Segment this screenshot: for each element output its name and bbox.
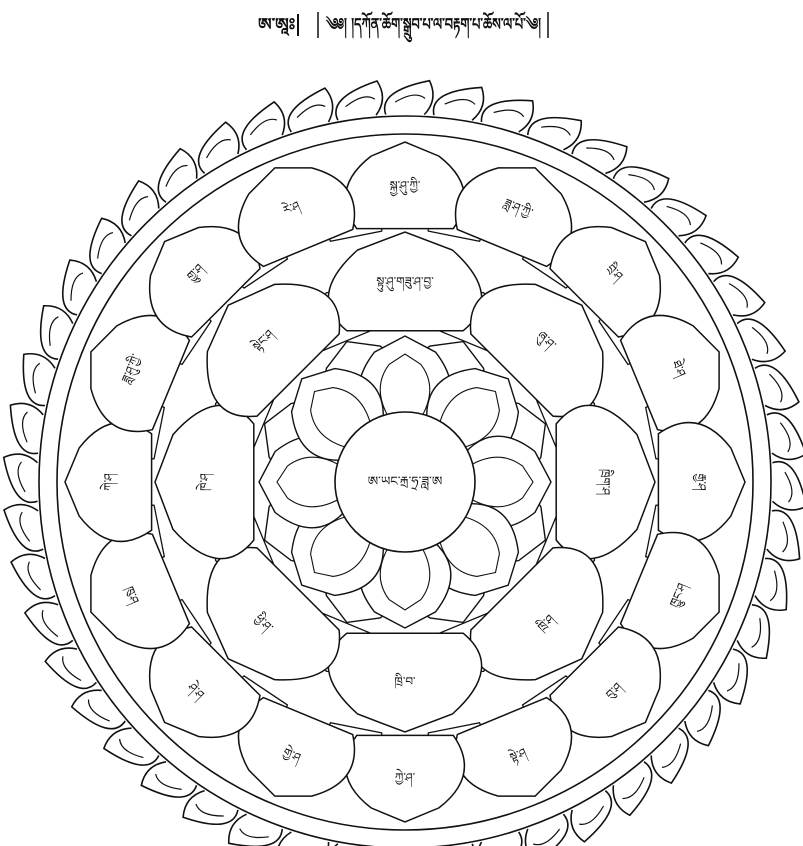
flame-icon <box>158 149 197 203</box>
flame-icon <box>122 181 159 236</box>
flame-icon <box>23 354 55 406</box>
flame-icon <box>737 319 785 361</box>
flame-icon <box>385 81 433 115</box>
flame-icon <box>572 140 627 174</box>
flame-icon <box>613 762 652 816</box>
flame-icon <box>651 199 706 236</box>
flame-icon <box>767 413 803 460</box>
petal-label: ཁྲི་བ་ <box>394 673 416 690</box>
flame-icon <box>45 648 96 688</box>
flame-icon <box>229 814 282 846</box>
lotus-petal: སྐྱ་ཤུ་ཀྱི་ <box>346 142 465 229</box>
header-emblem: ཨ་ཨཱཿ <box>258 15 295 36</box>
lotus-petal: ཁུ་ཤ <box>91 533 189 649</box>
flame-icon <box>41 306 73 359</box>
flame-icon <box>141 762 196 797</box>
lotus-petal: སྟེ་ཤ <box>456 698 572 797</box>
lotus-petal: ཁེ་ཤ <box>155 405 254 558</box>
flame-icon <box>25 602 73 644</box>
center-mantra: ཨ་ཡང་རྐྲ་ཧྲ་ཟླ་ཨ <box>368 475 443 491</box>
flame-icon <box>613 167 668 202</box>
lotus-petal: ཀེ་ཤ <box>65 423 152 542</box>
lotus-petal: ཟླ་ཤ་ཀྱི་ <box>456 168 572 267</box>
lotus-petal: ཀྱེ་ཤ་ <box>346 735 465 822</box>
flame-icon <box>773 462 803 510</box>
flame-icon <box>767 510 800 560</box>
flame-icon <box>737 605 769 658</box>
flame-icon <box>63 260 97 315</box>
lotus-petal: ཁྲི་བ་ <box>328 633 481 732</box>
flame-icon <box>4 454 38 502</box>
flame-icon <box>242 102 284 150</box>
flame-icon <box>571 791 611 842</box>
lotus-petal: གྱེ་ཤ <box>238 698 354 797</box>
flame-icon <box>685 690 720 745</box>
flame-icon <box>199 122 239 173</box>
header-title: ༄༅། །དཀོན་ཆོག་སྒྲུབ་པ་ལ་བརྟག་པ་ཆོས་ལ་པོ་… <box>325 11 541 43</box>
lotus-petal: སྟུ་ཤུ་གཟུ་ཤ་བྱ་ <box>328 232 481 331</box>
flame-icon <box>336 81 383 120</box>
center-disc: ཨ་ཡང་རྐྲ་ཧྲ་ཟླ་ཨ <box>335 412 475 552</box>
lotus-petal: ཁྲིག་ཤ <box>556 405 655 558</box>
lotus-petal: རྒྱ་ཤ <box>658 423 745 542</box>
flame-icon <box>714 649 748 704</box>
flame-icon <box>685 235 739 274</box>
flame-icon <box>755 558 787 610</box>
flame-icon <box>10 403 43 453</box>
flame-icon <box>528 118 581 150</box>
flame-icon <box>4 505 43 552</box>
flame-icon <box>714 276 765 316</box>
flame-icon <box>481 100 533 132</box>
flame-icon <box>433 87 483 120</box>
flame-icon <box>651 728 688 783</box>
flame-icon <box>183 791 238 825</box>
lotus-petal: རེ་ཤ <box>238 168 354 267</box>
header: ཨ་ཨཱཿ ༄༅། །དཀོན་ཆོག་སྒྲུབ་པ་ལ་བརྟག་པ་ཆོས… <box>258 11 548 43</box>
lotus-petal: ཟླ་ཤུ་ཀྱི་ <box>91 315 189 431</box>
flame-icon <box>90 218 125 273</box>
lotus-petal: ཁྱུང་ཤ <box>621 533 720 649</box>
flame-icon <box>104 728 159 765</box>
lotus-petal: ཐེ་ཤ <box>621 315 720 431</box>
flame-icon <box>72 690 126 729</box>
